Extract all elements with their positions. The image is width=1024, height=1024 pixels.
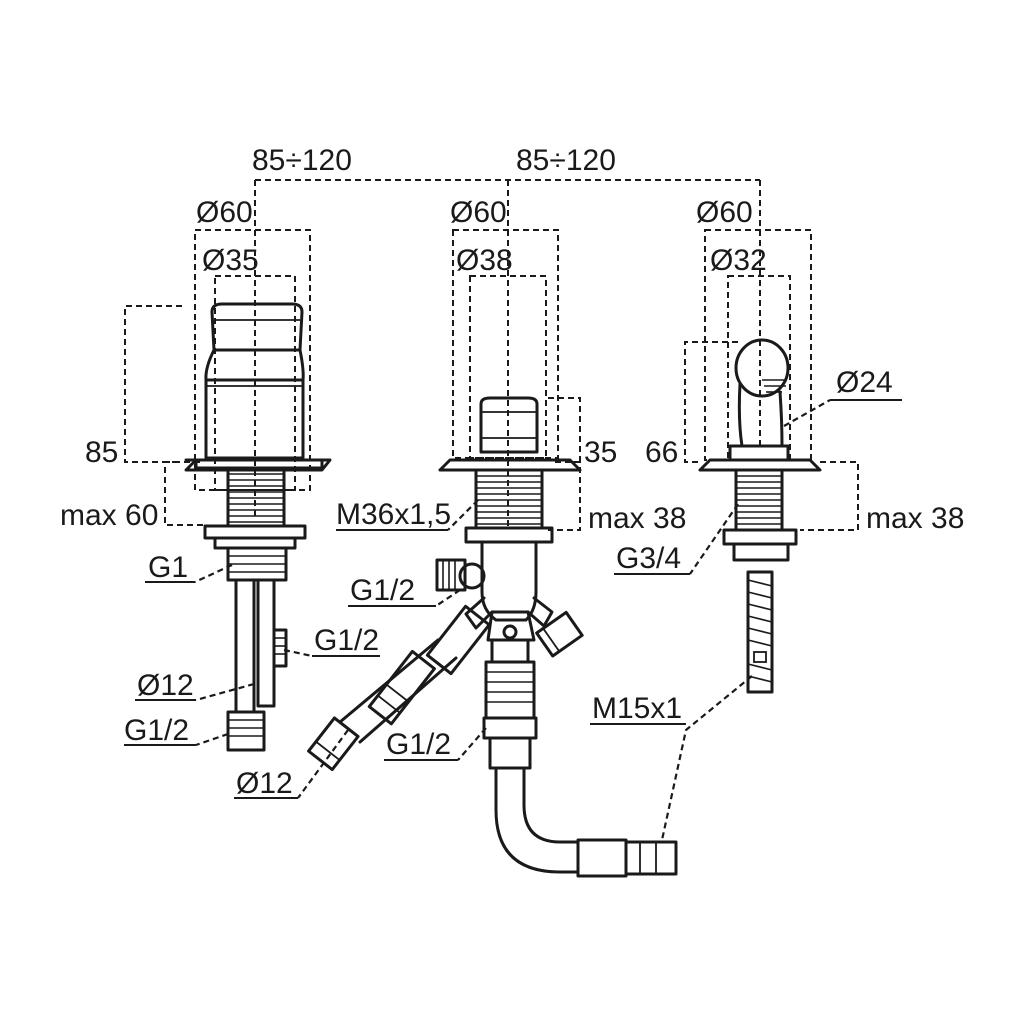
left-height-label: 85 (85, 436, 118, 469)
left-inner-diameter-label: Ø35 (202, 244, 259, 277)
left-valve-body (184, 302, 332, 752)
mid-valve-body (307, 396, 678, 878)
left-leaders (124, 564, 380, 747)
span-left-label: 85÷120 (252, 144, 352, 177)
left-g12-side-label: G1/2 (314, 624, 379, 657)
right-spout-dimensions (684, 229, 859, 531)
right-leaders (590, 399, 902, 841)
hose-thread-label: M15x1 (592, 692, 682, 725)
mid-leaders (234, 499, 487, 799)
mid-inner-diameter-label: Ø38 (456, 244, 513, 277)
mid-g12-lower-label: G1/2 (386, 728, 451, 761)
left-g12-bottom-label: G1/2 (124, 714, 189, 747)
mid-height-label: 35 (584, 436, 617, 469)
left-outer-diameter-label: Ø60 (196, 196, 253, 229)
left-valve-dimensions (124, 229, 311, 526)
right-outer-diameter-label: Ø60 (696, 196, 753, 229)
right-max-label: max 38 (866, 502, 964, 535)
left-g1-label: G1 (148, 551, 188, 584)
mid-thread-label: M36x1,5 (336, 498, 451, 531)
left-max-label: max 60 (60, 499, 158, 532)
mid-g12-upper-label: G1/2 (350, 574, 415, 607)
left-dia12-label: Ø12 (137, 669, 194, 702)
right-spout-diameter-label: Ø24 (836, 366, 893, 399)
right-thread-label: G3/4 (616, 542, 681, 575)
mid-max-label: max 38 (588, 502, 686, 535)
mid-dia12-label: Ø12 (236, 767, 293, 800)
right-height-label: 66 (645, 436, 678, 469)
right-inner-diameter-label: Ø32 (710, 244, 767, 277)
span-right-label: 85÷120 (516, 144, 616, 177)
right-spout-body (698, 338, 822, 694)
mid-outer-diameter-label: Ø60 (450, 196, 507, 229)
